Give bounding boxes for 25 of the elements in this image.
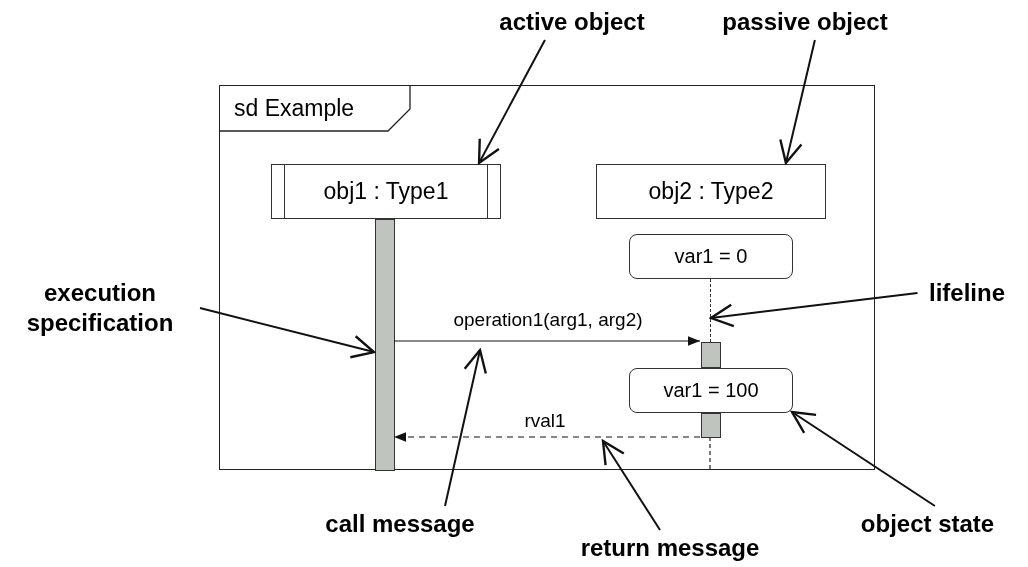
message-arrow [393, 336, 701, 346]
callout-text: return message [560, 530, 780, 566]
state-box: var1 = 100 [629, 368, 793, 413]
frame-box [219, 85, 875, 470]
callout-text: call message [300, 506, 500, 542]
callout-text: active object [462, 4, 682, 40]
activation-bar [701, 342, 721, 368]
callout-text: passive object [690, 4, 920, 40]
state-box: var1 = 0 [629, 234, 793, 279]
message-arrow [393, 432, 701, 442]
leader-line [790, 410, 936, 507]
activation-bar [375, 219, 395, 471]
leader-line [199, 307, 376, 359]
activation-bar [701, 413, 721, 438]
object-box: obj2 : Type2 [596, 164, 826, 219]
leader-line [477, 39, 546, 165]
callout-text: object state [830, 506, 1025, 542]
frame-title: sd Example [234, 95, 355, 122]
leader-line [709, 292, 919, 328]
callout-text: execution specification [0, 272, 200, 344]
leader-line [444, 348, 487, 507]
callout-text: lifeline [912, 275, 1022, 311]
object-box: obj1 : Type1 [271, 164, 501, 219]
leader-line [601, 439, 661, 531]
leader-line [779, 39, 816, 165]
